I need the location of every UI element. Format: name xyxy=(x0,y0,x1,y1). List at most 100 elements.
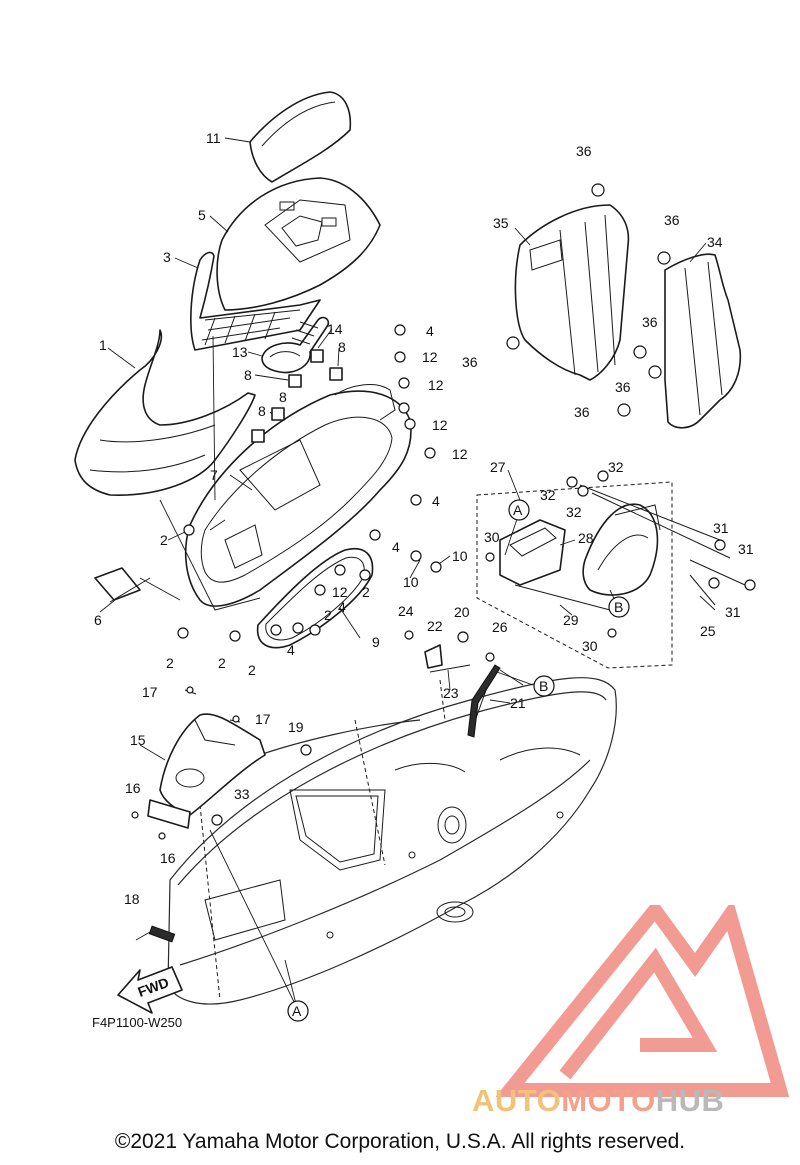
part-32-nut xyxy=(597,470,609,482)
callout-2: 2 xyxy=(218,655,226,671)
callout-22: 22 xyxy=(427,618,443,634)
ref-marker-a: A xyxy=(513,502,523,518)
callout-32: 32 xyxy=(566,504,582,520)
ref-marker-b: B xyxy=(614,599,623,615)
callout-2: 2 xyxy=(324,607,332,623)
callout-33: 33 xyxy=(234,786,250,802)
part-28-bracket-a xyxy=(499,519,566,586)
part-34-side-panel xyxy=(664,253,742,429)
part-36-clip xyxy=(633,345,647,359)
automotohub-wordmark: AUTOMOTOHUB xyxy=(472,1083,724,1119)
part-30-washer xyxy=(607,628,617,638)
part-4-bolt xyxy=(394,324,406,336)
ref-marker-a: A xyxy=(292,1003,302,1019)
callout-16: 16 xyxy=(125,780,141,796)
part-36-clip xyxy=(648,365,662,379)
callout-9: 9 xyxy=(372,634,380,650)
callout-12: 12 xyxy=(422,349,438,365)
part-36-clip xyxy=(591,183,605,197)
part-5-upper-cover xyxy=(216,177,381,311)
part-2-bolt xyxy=(229,630,241,642)
callout-14: 14 xyxy=(327,321,343,337)
part-32-nut xyxy=(577,485,589,497)
part-13-strap xyxy=(261,316,330,374)
part-14-clip xyxy=(310,349,324,363)
callout-32: 32 xyxy=(540,487,556,503)
part-12-bolt xyxy=(424,447,436,459)
wordmark-hub: HUB xyxy=(655,1083,725,1118)
part-bracket-b xyxy=(582,503,659,596)
reference-markers: A B B A xyxy=(287,499,630,1022)
callout-12: 12 xyxy=(452,446,468,462)
part-31-bolt xyxy=(708,577,720,589)
callout-36: 36 xyxy=(664,212,680,228)
part-17-clip xyxy=(232,715,240,723)
part-12-bolt xyxy=(398,402,410,414)
part-31-bolt xyxy=(744,579,756,591)
callout-numbers: 1 2 2 2 2 2 2 3 4 4 4 4 4 5 6 7 8 8 8 8 … xyxy=(94,130,754,907)
callout-31: 31 xyxy=(738,541,754,557)
callout-36: 36 xyxy=(615,379,631,395)
callout-8: 8 xyxy=(338,339,346,355)
part-36-clip xyxy=(617,403,631,417)
callout-1: 1 xyxy=(99,337,107,353)
callout-2: 2 xyxy=(248,662,256,678)
part-12-bolt xyxy=(398,377,410,389)
group-27-boundary xyxy=(476,481,673,669)
callout-34: 34 xyxy=(707,234,723,250)
callout-25: 25 xyxy=(700,623,716,639)
callout-18: 18 xyxy=(124,891,140,907)
callout-7: 7 xyxy=(210,467,218,483)
callout-35: 35 xyxy=(493,215,509,231)
part-2-bolt xyxy=(270,624,282,636)
callout-15: 15 xyxy=(130,732,146,748)
callout-10: 10 xyxy=(403,574,419,590)
callout-12: 12 xyxy=(428,377,444,393)
callout-32: 32 xyxy=(608,459,624,475)
part-3-grille xyxy=(190,251,321,351)
callout-27: 27 xyxy=(490,459,506,475)
callout-20: 20 xyxy=(454,604,470,620)
wordmark-auto: AUTO xyxy=(472,1083,562,1118)
part-32-nut xyxy=(566,476,578,488)
leader-lines xyxy=(99,137,716,1009)
callout-4: 4 xyxy=(338,599,346,615)
callout-11: 11 xyxy=(206,130,221,146)
part-4-bolt xyxy=(292,622,304,634)
part-20-bolt xyxy=(457,631,469,643)
callout-4: 4 xyxy=(287,642,295,658)
part-36-clip xyxy=(657,251,671,265)
hull-deck xyxy=(167,677,617,1005)
callout-12: 12 xyxy=(432,417,448,433)
callout-26: 26 xyxy=(492,619,508,635)
part-2-bolt xyxy=(183,524,195,536)
part-17-clip xyxy=(186,686,194,694)
part-6-pad xyxy=(94,567,141,601)
callout-4: 4 xyxy=(426,323,434,339)
part-8-cushion-c xyxy=(271,407,285,421)
part-2-bolt xyxy=(309,624,321,636)
callout-12: 12 xyxy=(332,584,348,600)
callout-13: 13 xyxy=(232,344,248,360)
part-8-cushion-a xyxy=(288,374,302,388)
callout-31: 31 xyxy=(725,604,741,620)
part-2-bolt xyxy=(359,569,371,581)
callout-36: 36 xyxy=(462,354,478,370)
part-22-bracket xyxy=(424,644,443,669)
part-23-bolt xyxy=(429,664,471,673)
part-16-plate xyxy=(147,799,191,829)
callout-16: 16 xyxy=(160,850,176,866)
callout-30: 30 xyxy=(582,638,598,654)
part-4-bolt xyxy=(410,494,422,506)
part-7-storage-bin xyxy=(184,390,412,607)
fwd-arrow-icon: FWD xyxy=(117,966,183,1014)
callout-8: 8 xyxy=(279,389,287,405)
part-11-top-cover xyxy=(249,91,352,183)
callout-8: 8 xyxy=(258,403,266,419)
callout-17: 17 xyxy=(255,711,271,727)
callout-2: 2 xyxy=(160,532,168,548)
callout-10: 10 xyxy=(452,548,468,564)
part-10-bolt xyxy=(410,550,422,562)
callout-36: 36 xyxy=(574,404,590,420)
callout-23: 23 xyxy=(443,685,459,701)
